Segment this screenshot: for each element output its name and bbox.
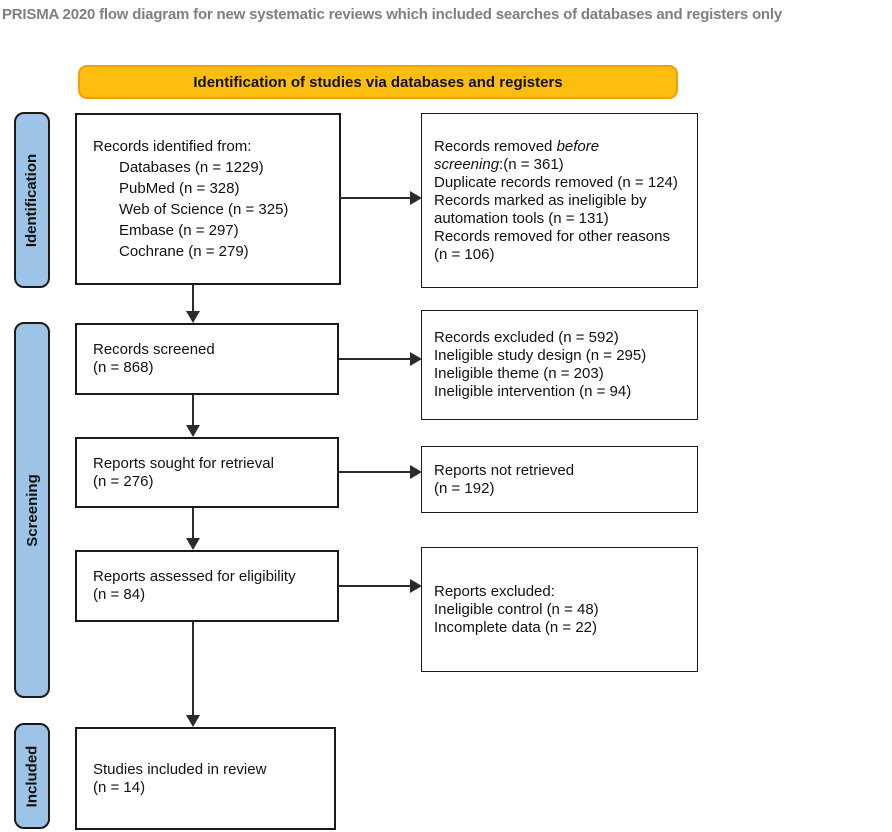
reports-excluded-line: Incomplete data (n = 22) — [434, 618, 598, 636]
box-records-screened: Records screened (n = 868) — [75, 323, 339, 395]
reports-excluded-line: Ineligible control (n = 48) — [434, 600, 599, 618]
stage-included-label: Included — [23, 745, 41, 807]
arrow-down-icon — [186, 715, 200, 727]
arrow-right-icon — [410, 352, 422, 366]
connector-line — [192, 622, 194, 716]
studies-included-line: Studies included in review — [93, 760, 267, 778]
arrow-down-icon — [186, 538, 200, 550]
records-identified-item: Cochrane (n = 279) — [119, 243, 249, 260]
records-screened-line: Records screened — [93, 341, 215, 358]
arrow-down-icon — [186, 311, 200, 323]
box-reports-excluded: Reports excluded: Ineligible control (n … — [421, 547, 698, 672]
studies-included-count: (n = 14) — [93, 778, 146, 796]
page-title: PRISMA 2020 flow diagram for new systema… — [2, 6, 782, 23]
box-reports-not-retrieved: Reports not retrieved (n = 192) — [421, 446, 698, 513]
arrow-down-icon — [186, 425, 200, 437]
records-excluded-line: Ineligible theme (n = 203) — [434, 365, 604, 382]
reports-not-retrieved-count: (n = 192) — [434, 479, 495, 497]
records-excluded-line: Ineligible intervention (n = 94) — [434, 383, 632, 400]
connector-line — [339, 585, 410, 587]
box-reports-sought: Reports sought for retrieval (n = 276) — [75, 437, 339, 508]
records-excluded-line: Records excluded (n = 592) — [434, 329, 619, 346]
connector-line — [339, 358, 410, 360]
reports-sought-count: (n = 276) — [93, 472, 154, 490]
records-identified-item: Databases (n = 1229) — [119, 159, 264, 176]
records-removed-line1: Records removed before — [434, 137, 600, 155]
records-identified-item: Embase (n = 297) — [119, 222, 239, 239]
box-reports-assessed: Reports assessed for eligibility (n = 84… — [75, 550, 339, 622]
records-removed-item: Records removed for other reasons (n = 1… — [434, 227, 670, 263]
banner-identification-of-studies: Identification of studies via databases … — [78, 65, 678, 99]
records-removed-italic-before: before — [556, 137, 600, 155]
stage-identification: Identification — [14, 112, 50, 288]
records-identified-item: PubMed (n = 328) — [119, 180, 240, 197]
records-excluded-line: Ineligible study design (n = 295) — [434, 347, 647, 364]
reports-assessed-count: (n = 84) — [93, 586, 146, 603]
records-removed-italic-screening: screening — [434, 155, 500, 173]
records-identified-heading: Records identified from: — [93, 138, 252, 155]
arrow-right-icon — [410, 579, 422, 593]
box-records-excluded: Records excluded (n = 592) Ineligible st… — [421, 310, 698, 420]
stage-screening: Screening — [14, 322, 50, 698]
box-records-identified: Records identified from: Databases (n = … — [75, 113, 341, 285]
stage-identification-label: Identification — [23, 153, 41, 247]
arrow-right-icon — [410, 465, 422, 479]
connector-line — [192, 395, 194, 426]
box-records-removed: Records removed before screening:(n = 36… — [421, 113, 698, 288]
reports-sought-line: Reports sought for retrieval — [93, 454, 274, 472]
connector-line — [192, 508, 194, 539]
reports-assessed-line: Reports assessed for eligibility — [93, 568, 296, 585]
arrow-right-icon — [410, 191, 422, 205]
connector-line — [192, 285, 194, 312]
records-removed-item: Records marked as ineligible by automati… — [434, 191, 647, 227]
records-screened-count: (n = 868) — [93, 359, 154, 376]
box-studies-included: Studies included in review (n = 14) — [75, 727, 336, 830]
reports-excluded-line: Reports excluded: — [434, 582, 555, 600]
records-removed-item: Duplicate records removed (n = 124) — [434, 173, 678, 191]
stage-included: Included — [14, 723, 50, 829]
reports-not-retrieved-line: Reports not retrieved — [434, 461, 575, 479]
records-removed-line2: screening:(n = 361) — [434, 155, 564, 173]
stage-screening-label: Screening — [23, 473, 41, 547]
connector-line — [339, 197, 410, 199]
banner-label: Identification of studies via databases … — [193, 73, 563, 91]
records-identified-item: Web of Science (n = 325) — [119, 201, 289, 218]
connector-line — [339, 471, 410, 473]
